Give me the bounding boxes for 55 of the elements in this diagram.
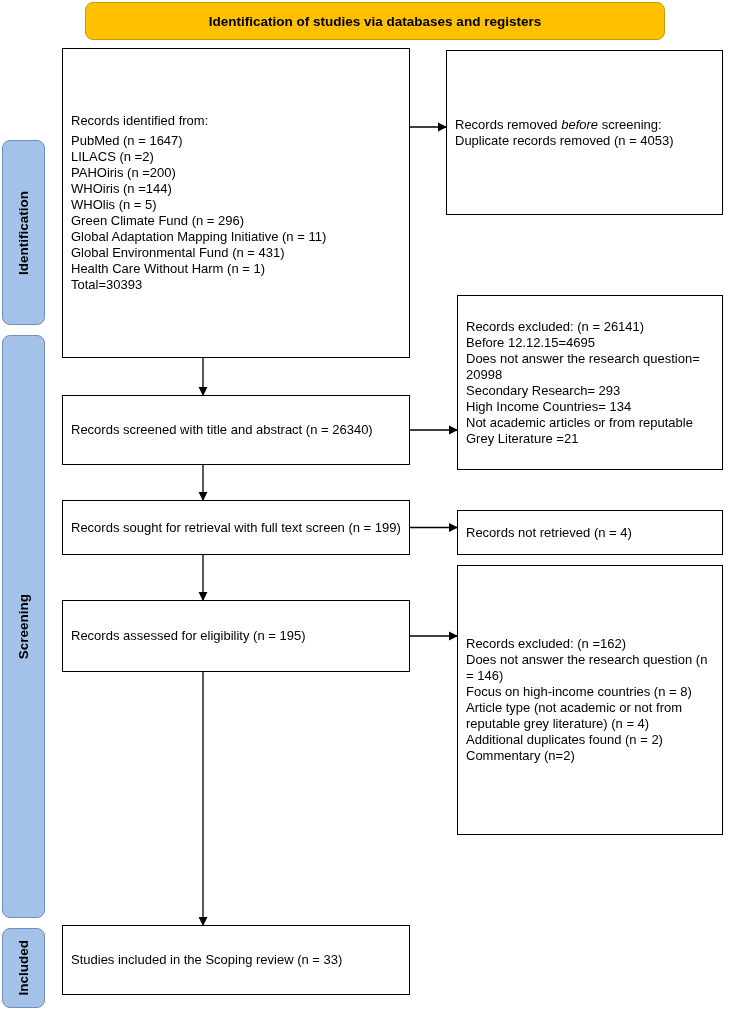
label-text: PAHOiris (n =200): [71, 165, 177, 181]
label-text: Not academic articles or from reputable Grey Literature =21: [466, 414, 694, 447]
label-text: Article type (not academic or not from reputable grey literature) (n = 4): [466, 700, 684, 732]
label-text: Focus on high-income countries (n = 8): [466, 684, 693, 700]
label-text: Secondary Research= 293: [466, 382, 622, 399]
label-text: Records excluded: (n =162): [466, 636, 628, 652]
arrow: [198, 357, 208, 396]
arrow: [409, 122, 447, 132]
process-box: [457, 565, 723, 835]
label-text: Records screened with title and abstract (n = 26340): [71, 422, 374, 438]
process-box: [446, 50, 723, 215]
process-box: [62, 500, 410, 555]
label-text: Does not answer the research question (n = 146): [466, 652, 709, 684]
process-box: [62, 925, 410, 995]
label-text: Records not retrieved (n = 4): [466, 524, 633, 541]
label-text: PubMed (n = 1647): [71, 133, 184, 149]
label-text: Additional duplicates found (n = 2): [466, 732, 664, 748]
section-header: [85, 2, 665, 40]
label-text: Records sought for retrieval with full text screen (n = 199): [71, 519, 401, 536]
label-text: Health Care Without Harm (n = 1): [71, 261, 266, 277]
label-text: Records assessed for eligibility (n = 195): [71, 628, 307, 644]
label-text: Included: [16, 940, 31, 996]
label-text: Commentary (n=2): [466, 748, 576, 764]
arrow: [198, 671, 208, 926]
label-text: Identification of studies via databases and registers: [208, 13, 542, 29]
label-text: Does not answer the research question= 20998: [466, 350, 701, 383]
label-text: WHOiris (n =144): [71, 181, 173, 197]
arrow: [409, 522, 458, 533]
process-box: [62, 395, 410, 465]
label-text: Before 12.12.15=4695: [466, 334, 597, 351]
phase-label: [2, 928, 45, 1008]
arrow: [409, 631, 458, 641]
process-box: [62, 48, 410, 358]
label-text: LILACS (n =2): [71, 149, 155, 165]
process-box: [457, 510, 723, 555]
label-text: Global Adaptation Mapping Initiative (n = 11): [71, 229, 328, 245]
label-text: Records excluded: (n = 26141): [466, 318, 646, 335]
label-text: Total=30393: [71, 277, 144, 293]
label-text: High Income Countries= 134: [466, 398, 633, 415]
phase-label: [2, 140, 45, 325]
arrow: [198, 464, 208, 501]
arrow: [409, 425, 458, 435]
label-text: Duplicate records removed (n = 4053): [455, 132, 675, 149]
phase-label: [2, 335, 45, 918]
process-box: [62, 600, 410, 672]
label-text: Studies included in the Scoping review (n = 33): [71, 952, 344, 968]
label-text: WHOlis (n = 5): [71, 197, 158, 213]
process-box: [457, 295, 723, 470]
label-text: Green Climate Fund (n = 296): [71, 213, 246, 229]
label-text: Records removed before screening:: [455, 116, 663, 133]
label-text: Global Environmental Fund (n = 431): [71, 245, 286, 261]
label-text: Identification: [16, 190, 31, 275]
arrow: [198, 554, 208, 601]
label-text: Screening: [16, 593, 31, 660]
label-text: Records identified from:: [71, 113, 210, 129]
